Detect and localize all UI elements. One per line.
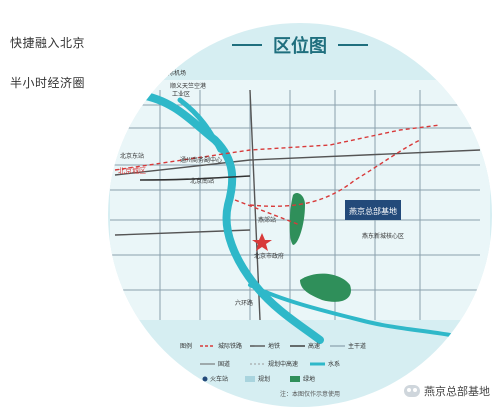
intercity-rail [114,124,441,226]
label-beijing-city: 北京城区 [118,166,146,175]
legend-green-swatch [290,376,300,382]
legend-planned-swatch [245,376,255,382]
sidebar-line-1: 快捷融入北京 [10,36,86,50]
legend-green: 绿地 [303,375,315,383]
label-capital-airport: 首都国际机场 [150,69,186,77]
watermark-text: 燕京总部基地 [424,385,490,398]
legend-planned-highway: 规划中高速 [268,360,298,368]
railway-line [139,175,251,181]
label-yanjiao: 燕郊站 [258,216,276,224]
label-tongzhou-core: 通州商务副中心 [180,156,222,164]
river-system [136,91,452,344]
yanjiao-star-icon [252,233,272,251]
label-beijing-south: 北京南站 [190,177,214,185]
legend-title: 图例 [180,342,192,350]
legend-station-icon [202,376,208,382]
sidebar-line-2: 半小时经济圈 [10,76,86,90]
legend-intercity: 城际铁路 [218,342,242,350]
label-beijing-east: 北京东站 [120,152,144,160]
legend-national-road: 国道 [218,360,230,368]
label-base: 燕京总部基地 [349,206,397,216]
legend-water: 水系 [328,360,340,368]
legend-main-road: 主干道 [348,342,366,350]
watermark: 燕京总部基地 [400,381,494,401]
label-shunyi-industry: 工业区 [172,90,190,98]
legend-planned: 规划 [258,375,270,383]
base-box [345,200,401,220]
label-liuhuan: 六环路 [235,299,253,307]
map-title: 区位图 [273,35,327,57]
label-shunyi: 顺义天竺空港 [170,82,206,90]
wechat-icon [404,385,420,397]
legend-station: 火车站 [210,375,228,383]
label-yanjiao-left: 北京市政府 [254,252,284,260]
legend-footnote: 注：本图仅作示意使用 [280,390,340,398]
map-title-group: 区位图 [232,35,368,57]
legend-highway: 高速 [308,342,320,350]
map-legend: 图例 城际铁路 地铁 高速 主干道 国道 规划中高速 水系 火车站 规划 绿地 … [180,342,366,398]
label-new-city-core: 燕东新城核心区 [362,232,404,240]
legend-metro: 地铁 [268,342,280,350]
green-areas [289,193,351,302]
